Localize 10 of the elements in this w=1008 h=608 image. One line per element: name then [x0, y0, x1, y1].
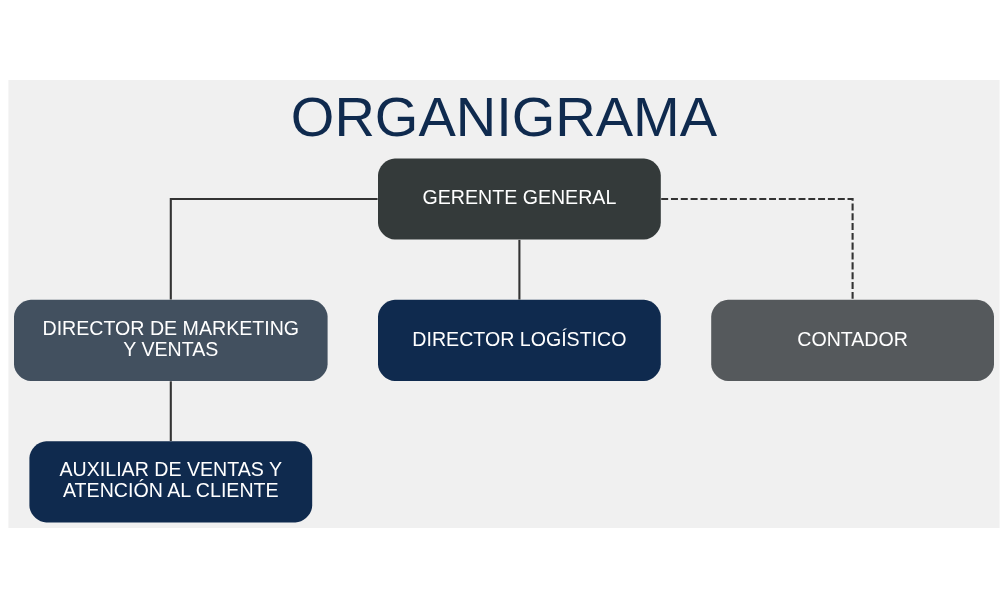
diagram-title: ORGANIGRAMA	[290, 85, 718, 148]
connector	[518, 239, 521, 300]
connector	[169, 197, 378, 300]
connector	[169, 381, 172, 441]
node-box: AUXILIAR DE VENTAS Y ATENCIÓN AL CLIENTE	[29, 441, 313, 523]
node-box: GERENTE GENERAL	[378, 158, 661, 240]
node-box: CONTADOR	[711, 299, 994, 381]
connector	[661, 197, 854, 300]
node-box: DIRECTOR LOGÍSTICO	[378, 299, 661, 381]
node-box: DIRECTOR DE MARKETING Y VENTAS	[14, 299, 328, 381]
